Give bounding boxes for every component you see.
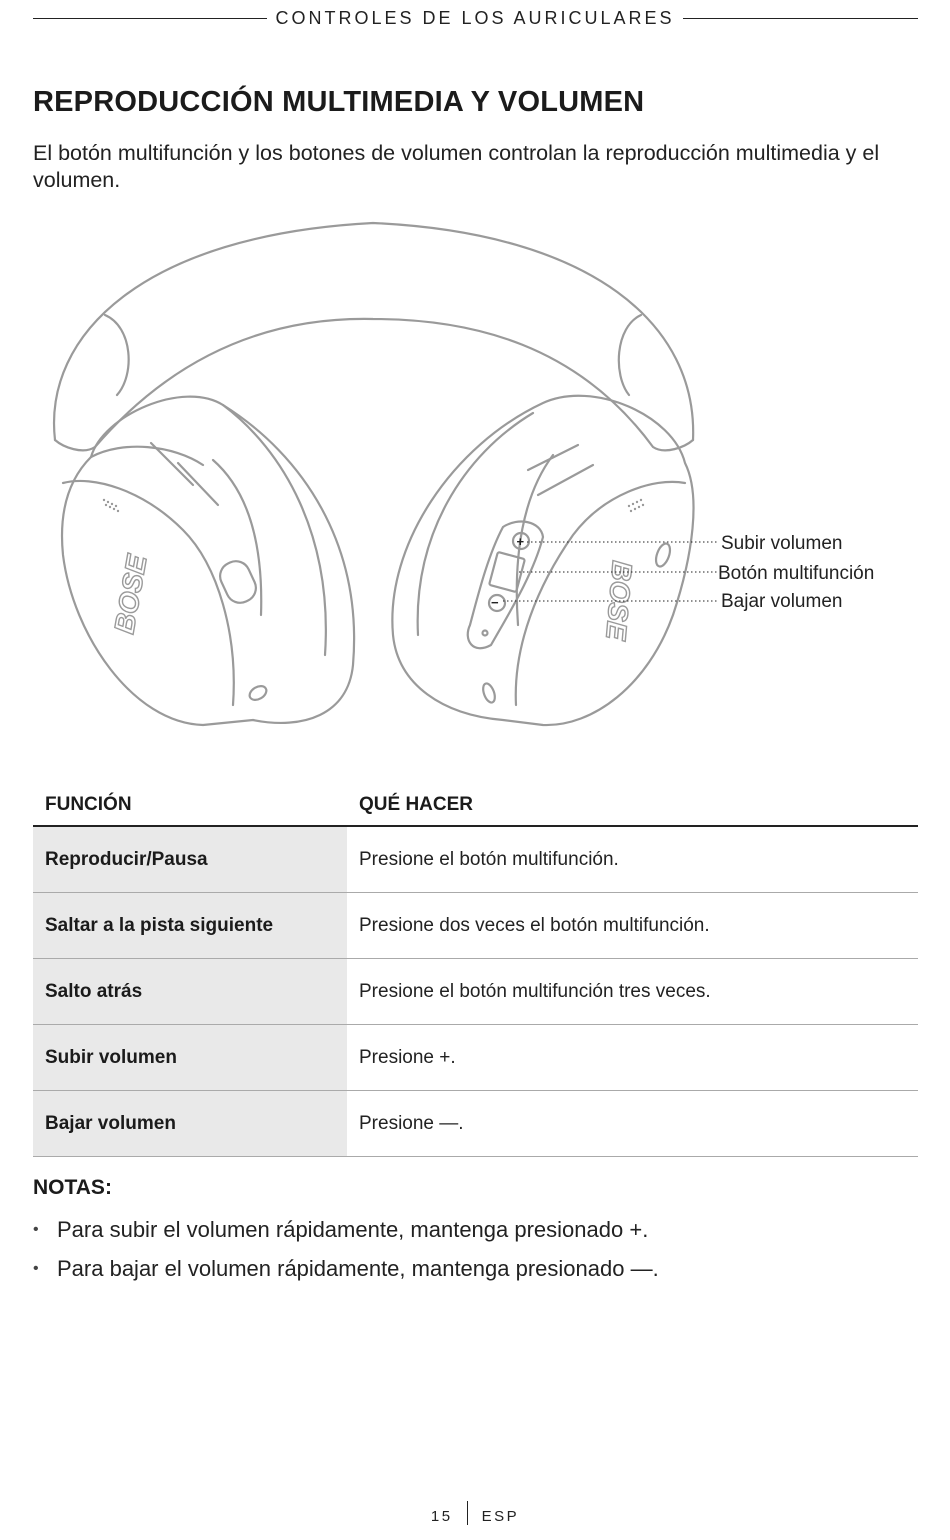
footer-divider bbox=[466, 1501, 468, 1525]
action-cell: Presione —. bbox=[347, 1090, 918, 1157]
action-cell: Presione el botón multifunción tres vece… bbox=[347, 958, 918, 1025]
action-cell: Presione el botón multifunción. bbox=[347, 826, 918, 893]
callout-multifunction-button: Botón multifunción bbox=[718, 563, 874, 584]
note-item: Para subir el volumen rápidamente, mante… bbox=[33, 1210, 923, 1249]
table-row: Bajar volumen Presione —. bbox=[33, 1090, 918, 1157]
column-header-action: QUÉ HACER bbox=[347, 785, 918, 827]
table-row: Saltar a la pista siguiente Presione dos… bbox=[33, 892, 918, 959]
column-header-function: FUNCIÓN bbox=[33, 785, 347, 827]
headphones-illustration: + − BOSE BOSE Subir volumen Botón multif… bbox=[52, 221, 874, 727]
page-heading: REPRODUCCIÓN MULTIMEDIA Y VOLUMEN bbox=[33, 86, 645, 118]
function-cell: Salto atrás bbox=[33, 958, 347, 1025]
page-number: 15 bbox=[430, 1507, 453, 1525]
controls-table: FUNCIÓN QUÉ HACER Reproducir/Pausa Presi… bbox=[33, 785, 918, 1157]
page-footer: 15 ESP bbox=[0, 1501, 950, 1529]
plus-icon: + bbox=[517, 534, 525, 549]
language-code: ESP bbox=[481, 1507, 520, 1525]
callout-volume-up: Subir volumen bbox=[721, 533, 842, 554]
intro-text: El botón multifunción y los botones de v… bbox=[33, 141, 880, 192]
table-row: Reproducir/Pausa Presione el botón multi… bbox=[33, 826, 918, 893]
table-header-row: FUNCIÓN QUÉ HACER bbox=[33, 785, 918, 827]
notes-list: Para subir el volumen rápidamente, mante… bbox=[33, 1210, 923, 1288]
function-cell: Bajar volumen bbox=[33, 1090, 347, 1157]
table-row: Salto atrás Presione el botón multifunci… bbox=[33, 958, 918, 1025]
function-cell: Saltar a la pista siguiente bbox=[33, 892, 347, 959]
callout-volume-down: Bajar volumen bbox=[721, 591, 842, 612]
table-row: Subir volumen Presione +. bbox=[33, 1024, 918, 1091]
notes-title: NOTAS: bbox=[33, 1176, 112, 1199]
minus-icon: − bbox=[491, 595, 499, 610]
note-item: Para bajar el volumen rápidamente, mante… bbox=[33, 1249, 923, 1288]
headphones-diagram: + − BOSE BOSE Subir volumen Botón multif… bbox=[33, 215, 918, 745]
section-title: CONTROLES DE LOS AURICULARES bbox=[0, 8, 950, 29]
function-cell: Reproducir/Pausa bbox=[33, 826, 347, 893]
function-cell: Subir volumen bbox=[33, 1024, 347, 1091]
action-cell: Presione dos veces el botón multifunción… bbox=[347, 892, 918, 959]
brand-logo-left: BOSE bbox=[108, 551, 153, 636]
action-cell: Presione +. bbox=[347, 1024, 918, 1091]
